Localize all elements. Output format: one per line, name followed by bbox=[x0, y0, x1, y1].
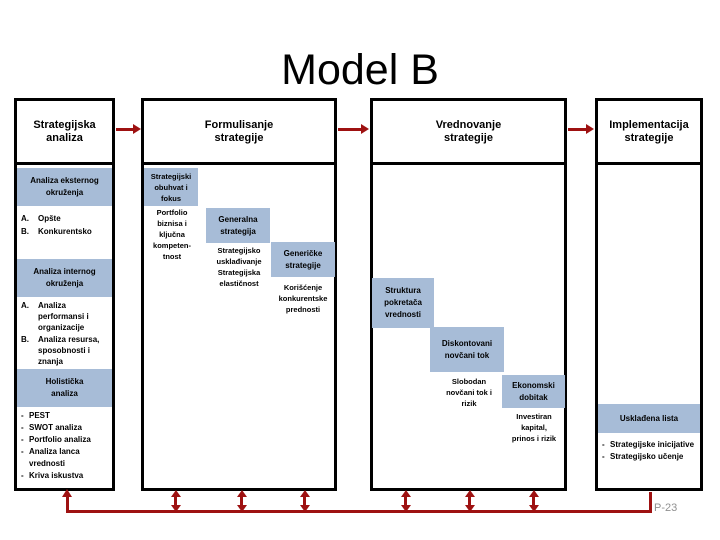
list-item: - Kriva iskustva bbox=[21, 470, 115, 482]
double-arrow-icon bbox=[529, 490, 539, 512]
double-arrow-icon bbox=[465, 490, 475, 512]
double-arrow-icon bbox=[171, 490, 181, 512]
list-item-label: Strategijske inicijative bbox=[610, 440, 695, 449]
arrowhead-up-icon bbox=[62, 489, 72, 497]
list-item-label: Analiza performansi i organizacije bbox=[38, 301, 89, 332]
list-external-analysis: A. Opšte B. Konkurentsko bbox=[21, 212, 111, 238]
list-item: B. Konkurentsko bbox=[21, 225, 111, 238]
list-item-prefix: - bbox=[21, 447, 24, 456]
list-item-label: PEST bbox=[29, 411, 50, 420]
list-item: - PEST bbox=[21, 410, 115, 422]
list-item: - SWOT analiza bbox=[21, 422, 115, 434]
list-item: - Analiza lanca vrednosti bbox=[21, 446, 115, 470]
list-item-label: SWOT analiza bbox=[29, 423, 82, 432]
list-item: - Strategijske inicijative bbox=[602, 439, 702, 451]
list-item: - Portfolio analiza bbox=[21, 434, 115, 446]
list-item-prefix: - bbox=[602, 452, 605, 461]
feedback-loop-return-line bbox=[66, 496, 69, 512]
list-item-label: Analiza lanca vrednosti bbox=[29, 447, 80, 468]
list-item: A. Opšte bbox=[21, 212, 111, 225]
list-analysis-tools: - PEST - SWOT analiza - Portfolio analiz… bbox=[21, 410, 115, 482]
flow-arrow-icon bbox=[338, 124, 369, 134]
box-balanced-scorecard: Usklađena lista bbox=[598, 404, 700, 433]
list-item-label: Analiza resursa, sposobnosti i znanja bbox=[38, 335, 100, 366]
list-item-prefix: A. bbox=[21, 214, 29, 223]
slide-title: Model B bbox=[281, 46, 439, 94]
list-item-label: Konkurentsko bbox=[38, 227, 92, 236]
list-item-label: Kriva iskustva bbox=[29, 471, 84, 480]
feedback-loop-drop-line bbox=[649, 492, 652, 512]
flow-arrow-icon bbox=[568, 124, 594, 134]
double-arrow-icon bbox=[237, 490, 247, 512]
list-item-label: Portfolio analiza bbox=[29, 435, 91, 444]
list-item: - Strategijsko učenje bbox=[602, 451, 702, 463]
double-arrow-icon bbox=[300, 490, 310, 512]
double-arrow-icon bbox=[401, 490, 411, 512]
list-item-prefix: - bbox=[21, 435, 24, 444]
list-item: A. Analiza performansi i organizacije bbox=[21, 300, 112, 333]
list-item-prefix: - bbox=[602, 440, 605, 449]
list-item-prefix: - bbox=[21, 471, 24, 480]
list-item-prefix: A. bbox=[21, 301, 29, 310]
list-item-prefix: - bbox=[21, 411, 24, 420]
list-item-prefix: B. bbox=[21, 227, 29, 236]
flow-arrow-icon bbox=[116, 124, 141, 134]
list-item-label: Strategijsko učenje bbox=[610, 452, 684, 461]
page-number: P-23 bbox=[654, 502, 678, 514]
list-item-prefix: - bbox=[21, 423, 24, 432]
list-implementation: - Strategijske inicijative - Strategijsk… bbox=[602, 439, 702, 463]
feedback-loop-line bbox=[66, 510, 652, 513]
list-item-prefix: B. bbox=[21, 335, 29, 344]
list-internal-analysis: A. Analiza performansi i organizacije B.… bbox=[21, 300, 112, 368]
box-label: Usklađena lista bbox=[619, 413, 679, 423]
list-item-label: Opšte bbox=[38, 214, 61, 223]
list-item: B. Analiza resursa, sposobnosti i znanja bbox=[21, 334, 112, 367]
